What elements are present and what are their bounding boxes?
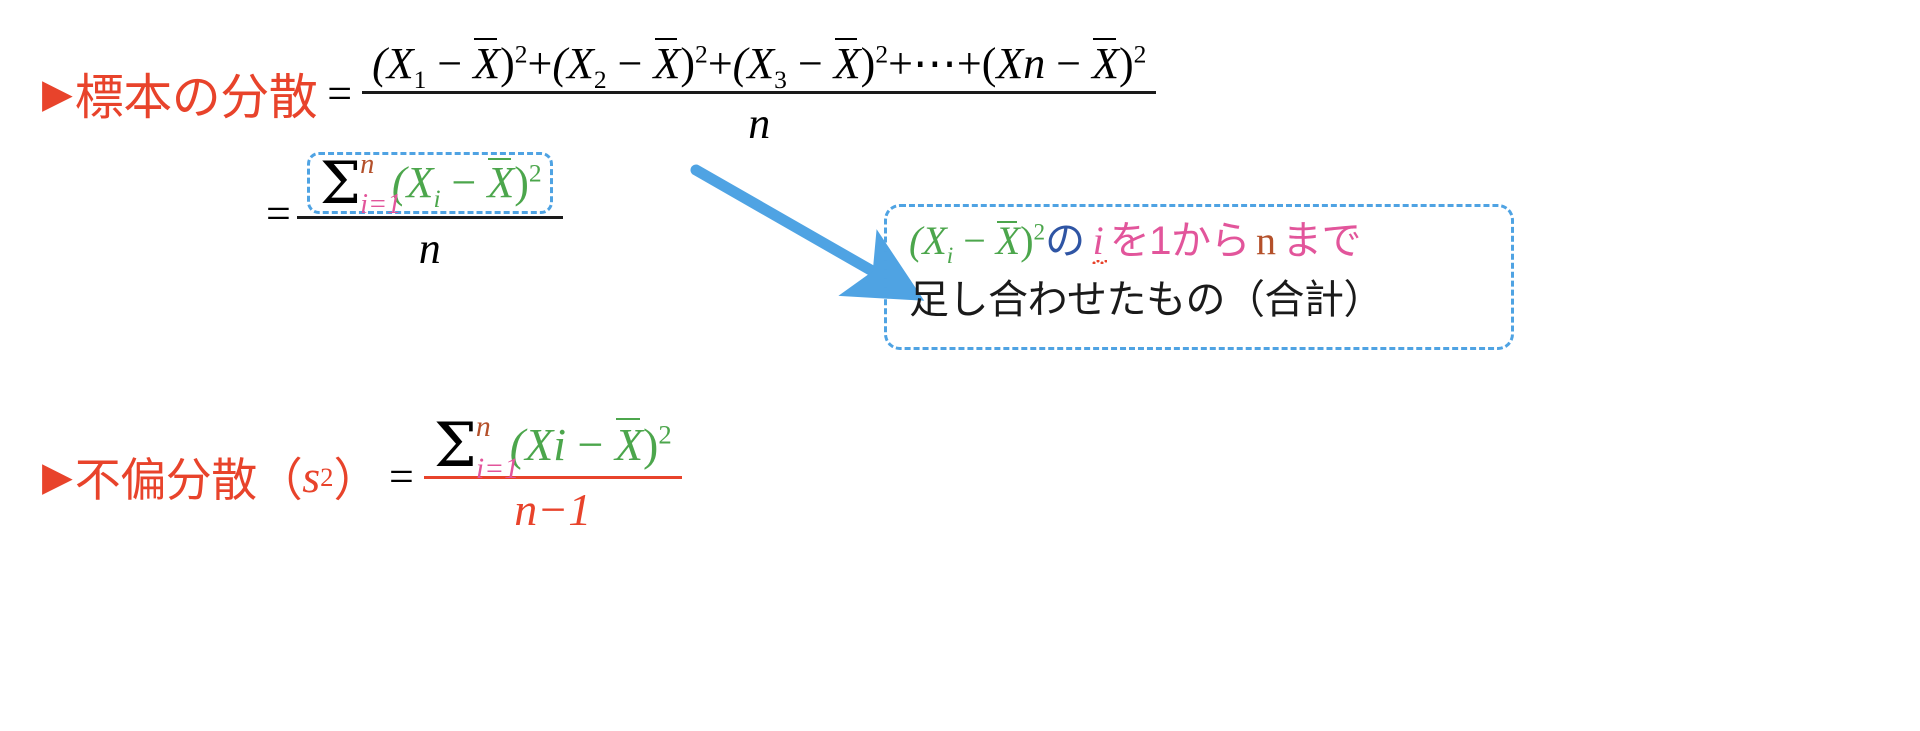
sigma-body-xbar-2: X [614,418,644,470]
num-exp-3: 2 [875,39,889,69]
sigma-body-sub: i [433,184,441,213]
num-plus-2: + [707,39,733,88]
sample-variance-fraction: (X1 − X)2+(X2 − X)2+(X3 − X)2+⋯+(Xn − X)… [362,38,1157,149]
sample-variance-denominator: n [748,99,771,148]
callout-var-n: n [1256,218,1277,263]
sigma-body-exp: 2 [528,158,542,188]
unbiased-variance-label: 不偏分散（ [74,453,303,506]
num-close-1: ) [500,39,515,88]
callout-from: 1から [1149,219,1251,263]
num-exp-n: 2 [1133,39,1147,69]
callout-expr-minus: − [963,218,986,263]
num-termn: Xn [996,39,1046,88]
denominator-minus: − [537,483,569,535]
callout-expr-xbar: X [995,218,1021,263]
fraction-rule-3 [423,475,682,479]
sample-variance-label: 標本の分散 [74,71,318,125]
sigma-lower-limit: i=1 [360,189,402,221]
fraction-rule [362,91,1157,94]
num-term1-open: (X [372,39,414,88]
callout-line-2: 足し合わせたもの（合計） [909,278,1384,322]
num-close-2: ) [680,39,696,88]
num-term2-open: (X [552,39,594,88]
equals-sign: = [327,69,353,118]
unbiased-label-close: ） [333,453,380,506]
num-xbar-1: X [473,38,501,88]
sigma-upper-limit: n [360,149,375,181]
num-plus-4: + [956,39,982,88]
denominator-one: 1 [568,483,592,535]
num-term1-sub: 1 [413,64,427,94]
num-minus-2: − [617,39,643,88]
sigma-form-denominator: n [418,224,441,274]
num-ellipsis: ⋯ [912,39,957,88]
num-term3-open: (X [732,39,775,88]
sample-variance-equation: ▶標本の分散= (X1 − X)2+(X2 − X)2+(X3 − X)2+⋯+… [42,38,1157,149]
num-minus-n: − [1056,39,1082,88]
sigma-body-xbar: X [487,157,515,208]
sigma-body-2: (Xi − X)2 [509,418,672,470]
num-exp-2: 2 [695,39,708,69]
unbiased-symbol-s: s [302,451,321,503]
callout-expr-close: ) [1020,218,1034,263]
sample-variance-numerator: (X1 − X)2+(X2 − X)2+(X3 − X)2+⋯+(Xn − X)… [372,38,1147,94]
num-plus-1: + [527,39,553,88]
callout-particle-wo: を [1109,219,1150,263]
callout-particle-no: の [1045,219,1085,263]
bullet-arrow-icon-2: ▶ [42,453,73,500]
num-xbar-2: X [653,38,681,88]
callout-expression: (Xi − X)2 [909,218,1046,269]
sigma-body-minus: − [451,158,477,208]
bullet-arrow-icon: ▶ [42,70,73,117]
sigma-body-minus-2: − [577,419,604,470]
num-term3-sub: 3 [774,64,787,94]
num-term2-sub: 2 [593,64,607,94]
unbiased-denominator: n−1 [424,479,682,536]
denominator-n: n [514,483,538,535]
fraction-rule-2 [296,216,563,220]
num-minus-3: − [797,39,823,88]
num-xbar-3: X [833,38,861,88]
callout-expr-sub: i [946,243,954,269]
num-exp-1: 2 [514,39,528,69]
callout-index-i: i [1091,218,1107,264]
num-xbar-n: X [1092,38,1119,88]
num-close-n: ) [1119,39,1134,88]
num-close-3: ) [860,39,876,88]
sigma-body-exp-2: 2 [658,419,672,450]
sigma-body: (Xi − X)2 [391,157,542,213]
sigma-upper-limit-2: n [475,410,491,444]
sigma-body-close: ) [514,158,529,208]
num-minus-1: − [437,39,463,88]
equals-sign-2: = [266,188,291,238]
callout-until: まで [1282,219,1362,263]
callout-expr-exp: 2 [1033,219,1046,246]
equals-sign-3: = [389,452,414,502]
pointer-arrow [690,164,925,301]
sigma-body-close-2: ) [643,419,659,470]
num-plus-3: + [888,39,913,88]
sigma-lower-limit-2: i=1 [475,451,520,485]
